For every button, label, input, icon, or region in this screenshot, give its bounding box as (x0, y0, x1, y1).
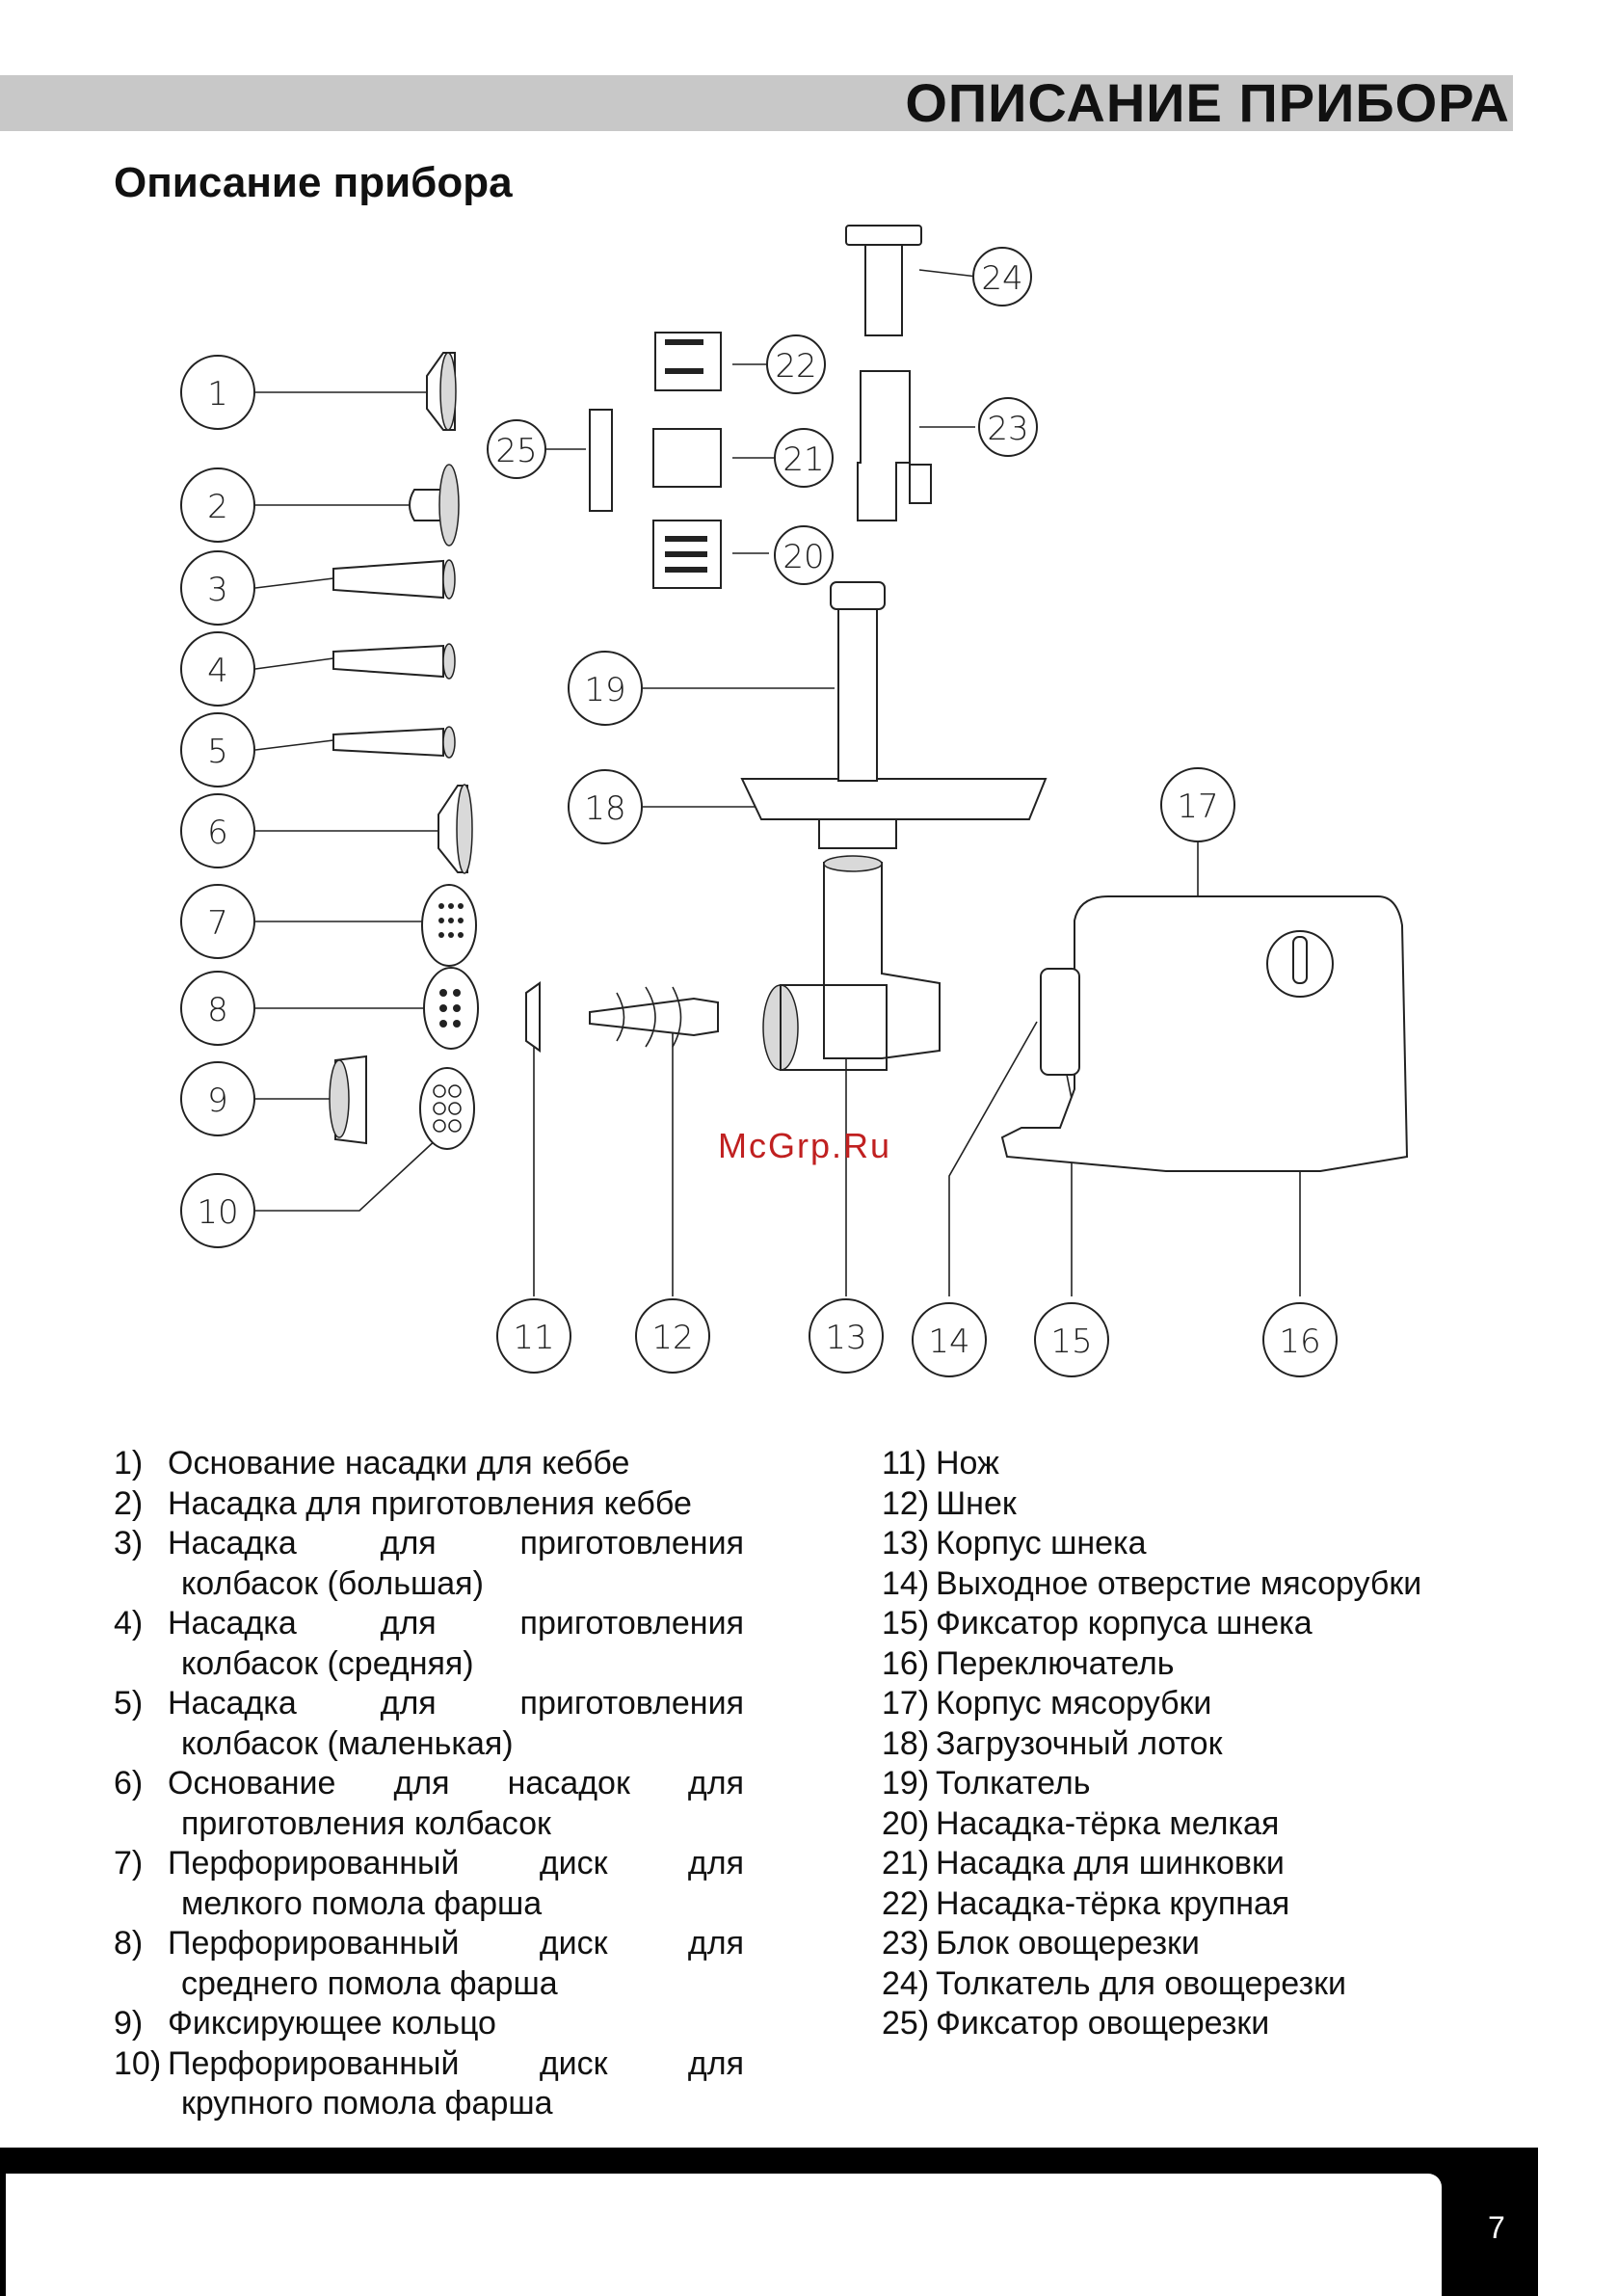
svg-text:13: 13 (825, 1319, 866, 1357)
callout-8: 8 (180, 971, 255, 1046)
callout-4: 4 (180, 631, 255, 707)
callout-18: 18 (568, 769, 643, 844)
callout-20: 20 (774, 525, 834, 585)
callout-7: 7 (180, 884, 255, 959)
list-item: 16)Переключатель (882, 1644, 1175, 1682)
callout-21: 21 (774, 428, 834, 488)
page-header-title: ОПИСАНИЕ ПРИБОРА (905, 72, 1510, 133)
svg-text:19: 19 (584, 671, 625, 709)
svg-text:17: 17 (1177, 788, 1218, 826)
svg-text:1: 1 (207, 375, 228, 414)
list-item: 24)Толкатель для овощерезки (882, 1964, 1346, 2002)
callout-2: 2 (180, 467, 255, 543)
list-item: 22)Насадка-тёрка крупная (882, 1884, 1290, 1922)
svg-text:14: 14 (928, 1322, 969, 1361)
header-bar (0, 75, 1513, 131)
callout-10: 10 (180, 1173, 255, 1248)
list-item: 18)Загрузочный лоток (882, 1724, 1223, 1762)
svg-text:9: 9 (207, 1081, 228, 1120)
svg-text:12: 12 (651, 1319, 693, 1357)
list-item: 12)Шнек (882, 1484, 1017, 1522)
svg-text:15: 15 (1050, 1322, 1092, 1361)
svg-text:2: 2 (207, 488, 228, 526)
list-item: 14)Выходное отверстие мясорубки (882, 1564, 1422, 1602)
section-title: Описание прибора (114, 159, 513, 206)
svg-text:22: 22 (775, 347, 816, 386)
svg-text:25: 25 (495, 432, 537, 470)
attachment-parts (329, 225, 1409, 1172)
list-item: 13)Корпус шнека (882, 1525, 1147, 1562)
callout-6: 6 (180, 793, 255, 868)
list-item: 23)Блок овощерезки (882, 1925, 1200, 1962)
svg-text:18: 18 (584, 789, 625, 828)
callout-9: 9 (180, 1061, 255, 1136)
callout-3: 3 (180, 550, 255, 626)
callout-16: 16 (1262, 1302, 1338, 1377)
svg-text:23: 23 (987, 410, 1028, 448)
parts-list-right: 11)Нож 12)Шнек 13)Корпус шнека 14)Выходн… (882, 1444, 1499, 2044)
callout-1: 1 (180, 355, 255, 430)
list-item: 2)Насадка для приготовления кеббе (114, 1484, 692, 1522)
callout-23: 23 (978, 397, 1038, 457)
list-item: 1)Основание насадки для кеббе (114, 1445, 630, 1482)
list-item: 25)Фиксатор овощерезки (882, 2005, 1270, 2042)
exploded-diagram: 1 2 3 4 5 6 7 8 9 10 11 12 13 14 15 16 1… (180, 225, 1409, 1377)
svg-text:5: 5 (207, 733, 228, 771)
list-item: 15)Фиксатор корпуса шнека (882, 1605, 1313, 1642)
svg-text:16: 16 (1279, 1322, 1320, 1361)
callout-24: 24 (972, 247, 1032, 307)
list-item: 20)Насадка-тёрка мелкая (882, 1804, 1280, 1842)
callout-25: 25 (487, 419, 546, 479)
callout-13: 13 (809, 1298, 884, 1374)
svg-text:24: 24 (981, 259, 1022, 298)
callout-12: 12 (635, 1298, 710, 1374)
callout-22: 22 (766, 334, 826, 394)
footer-panel (6, 2174, 1442, 2296)
svg-text:10: 10 (197, 1193, 238, 1232)
callout-5: 5 (180, 712, 255, 788)
svg-text:21: 21 (782, 441, 824, 479)
callout-19: 19 (568, 651, 643, 726)
callout-11: 11 (496, 1298, 571, 1374)
watermark: McGrp.Ru (718, 1126, 892, 1165)
callout-15: 15 (1034, 1302, 1109, 1377)
svg-text:7: 7 (207, 904, 228, 943)
list-item: 11)Нож (882, 1445, 999, 1482)
callout-17: 17 (1160, 767, 1235, 842)
svg-text:6: 6 (207, 814, 228, 852)
list-item: 19)Толкатель (882, 1765, 1091, 1802)
svg-text:20: 20 (782, 538, 824, 576)
svg-text:4: 4 (207, 652, 228, 690)
parts-list-left: 1)Основание насадки для кеббе 2)Насадка … (114, 1444, 744, 2124)
svg-text:8: 8 (207, 991, 228, 1029)
callout-14: 14 (912, 1302, 987, 1377)
list-item: 9)Фиксирующее кольцо (114, 2005, 496, 2042)
page-number: 7 (1488, 2210, 1505, 2245)
svg-text:11: 11 (513, 1319, 554, 1357)
list-item: 17)Корпус мясорубки (882, 1685, 1212, 1722)
list-item: 21)Насадка для шинковки (882, 1845, 1285, 1882)
svg-text:3: 3 (207, 571, 228, 609)
